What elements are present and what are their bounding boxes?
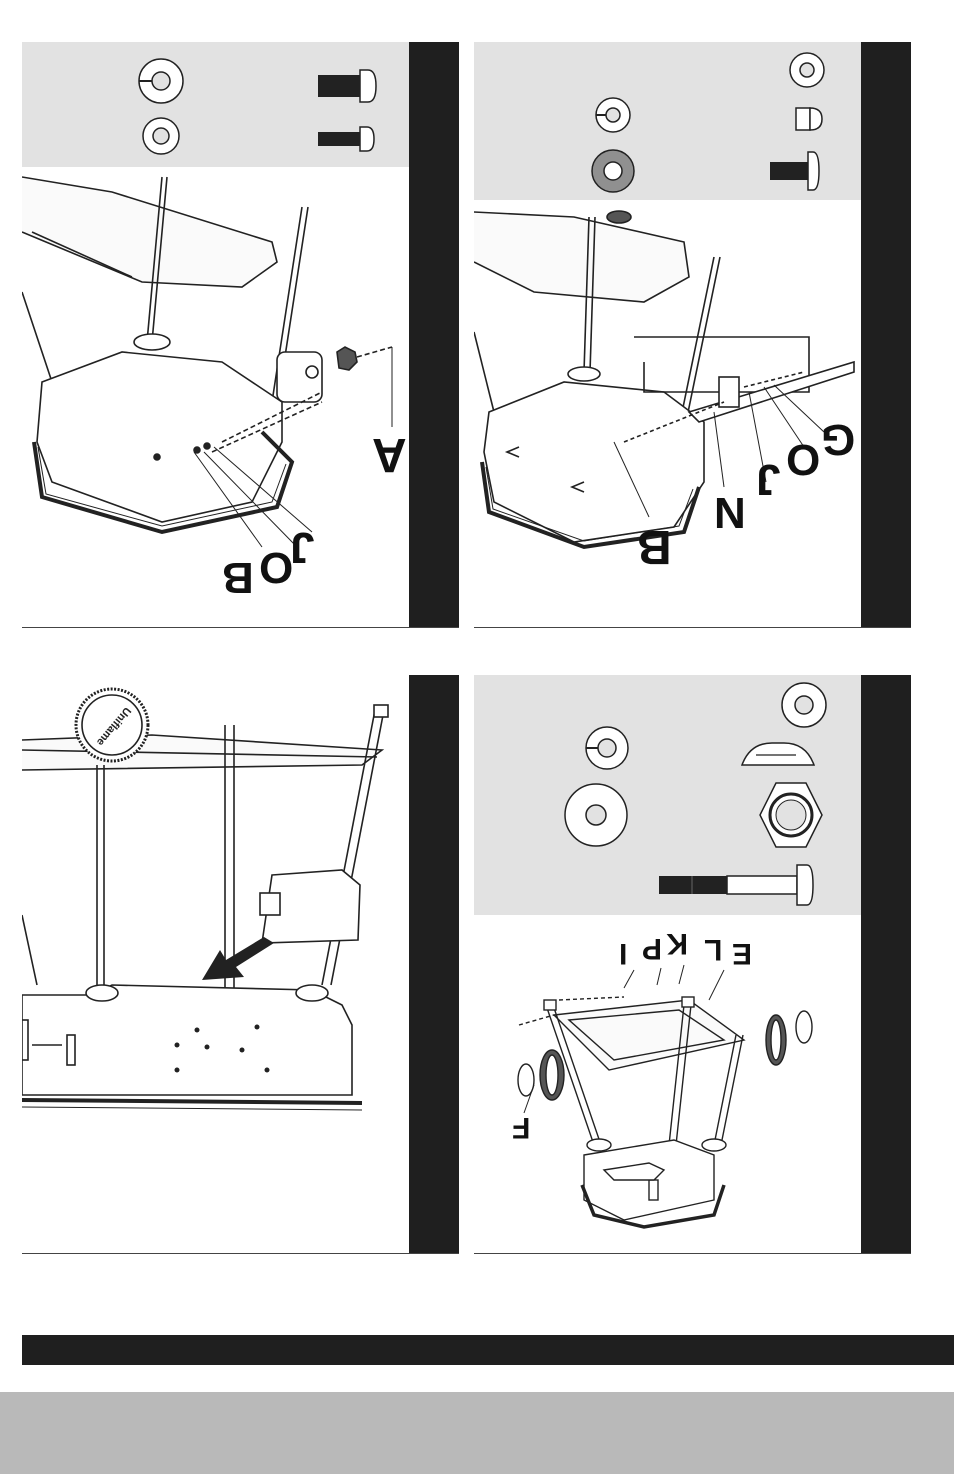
label-o: O: [786, 435, 820, 484]
step-panel-top-left: J O B A: [22, 42, 459, 628]
label-f: F: [512, 1111, 530, 1144]
label-n: N: [714, 488, 746, 537]
footer-band: [0, 1392, 954, 1474]
label-i: I: [619, 937, 627, 970]
label-b: B: [222, 553, 254, 602]
assembly-drawing: Uniflame: [22, 675, 409, 1253]
step-panel-bottom-right: E L K P I F: [474, 675, 911, 1254]
label-l: L: [704, 933, 722, 966]
step-bar: [409, 675, 459, 1253]
assembly-drawing: J O B A: [22, 42, 409, 627]
label-b: B: [637, 520, 672, 573]
label-g: G: [821, 415, 855, 464]
step-panel-top-right: G O J N B: [474, 42, 911, 628]
label-k: K: [666, 927, 688, 960]
assembly-drawing: G O J N B: [474, 42, 861, 627]
label-a: A: [372, 428, 407, 481]
arrow-icon: [202, 937, 274, 980]
step-panel-bottom-left: Uniflame: [22, 675, 459, 1254]
step-bar: [861, 675, 911, 1253]
label-o: O: [259, 543, 293, 592]
footer-bar: [22, 1335, 954, 1365]
label-j: J: [756, 455, 780, 504]
label-p: P: [642, 932, 662, 965]
label-e: E: [732, 937, 752, 970]
assembly-drawing: E L K P I F: [474, 675, 861, 1253]
step-bar: [861, 42, 911, 627]
step-bar: [409, 42, 459, 627]
